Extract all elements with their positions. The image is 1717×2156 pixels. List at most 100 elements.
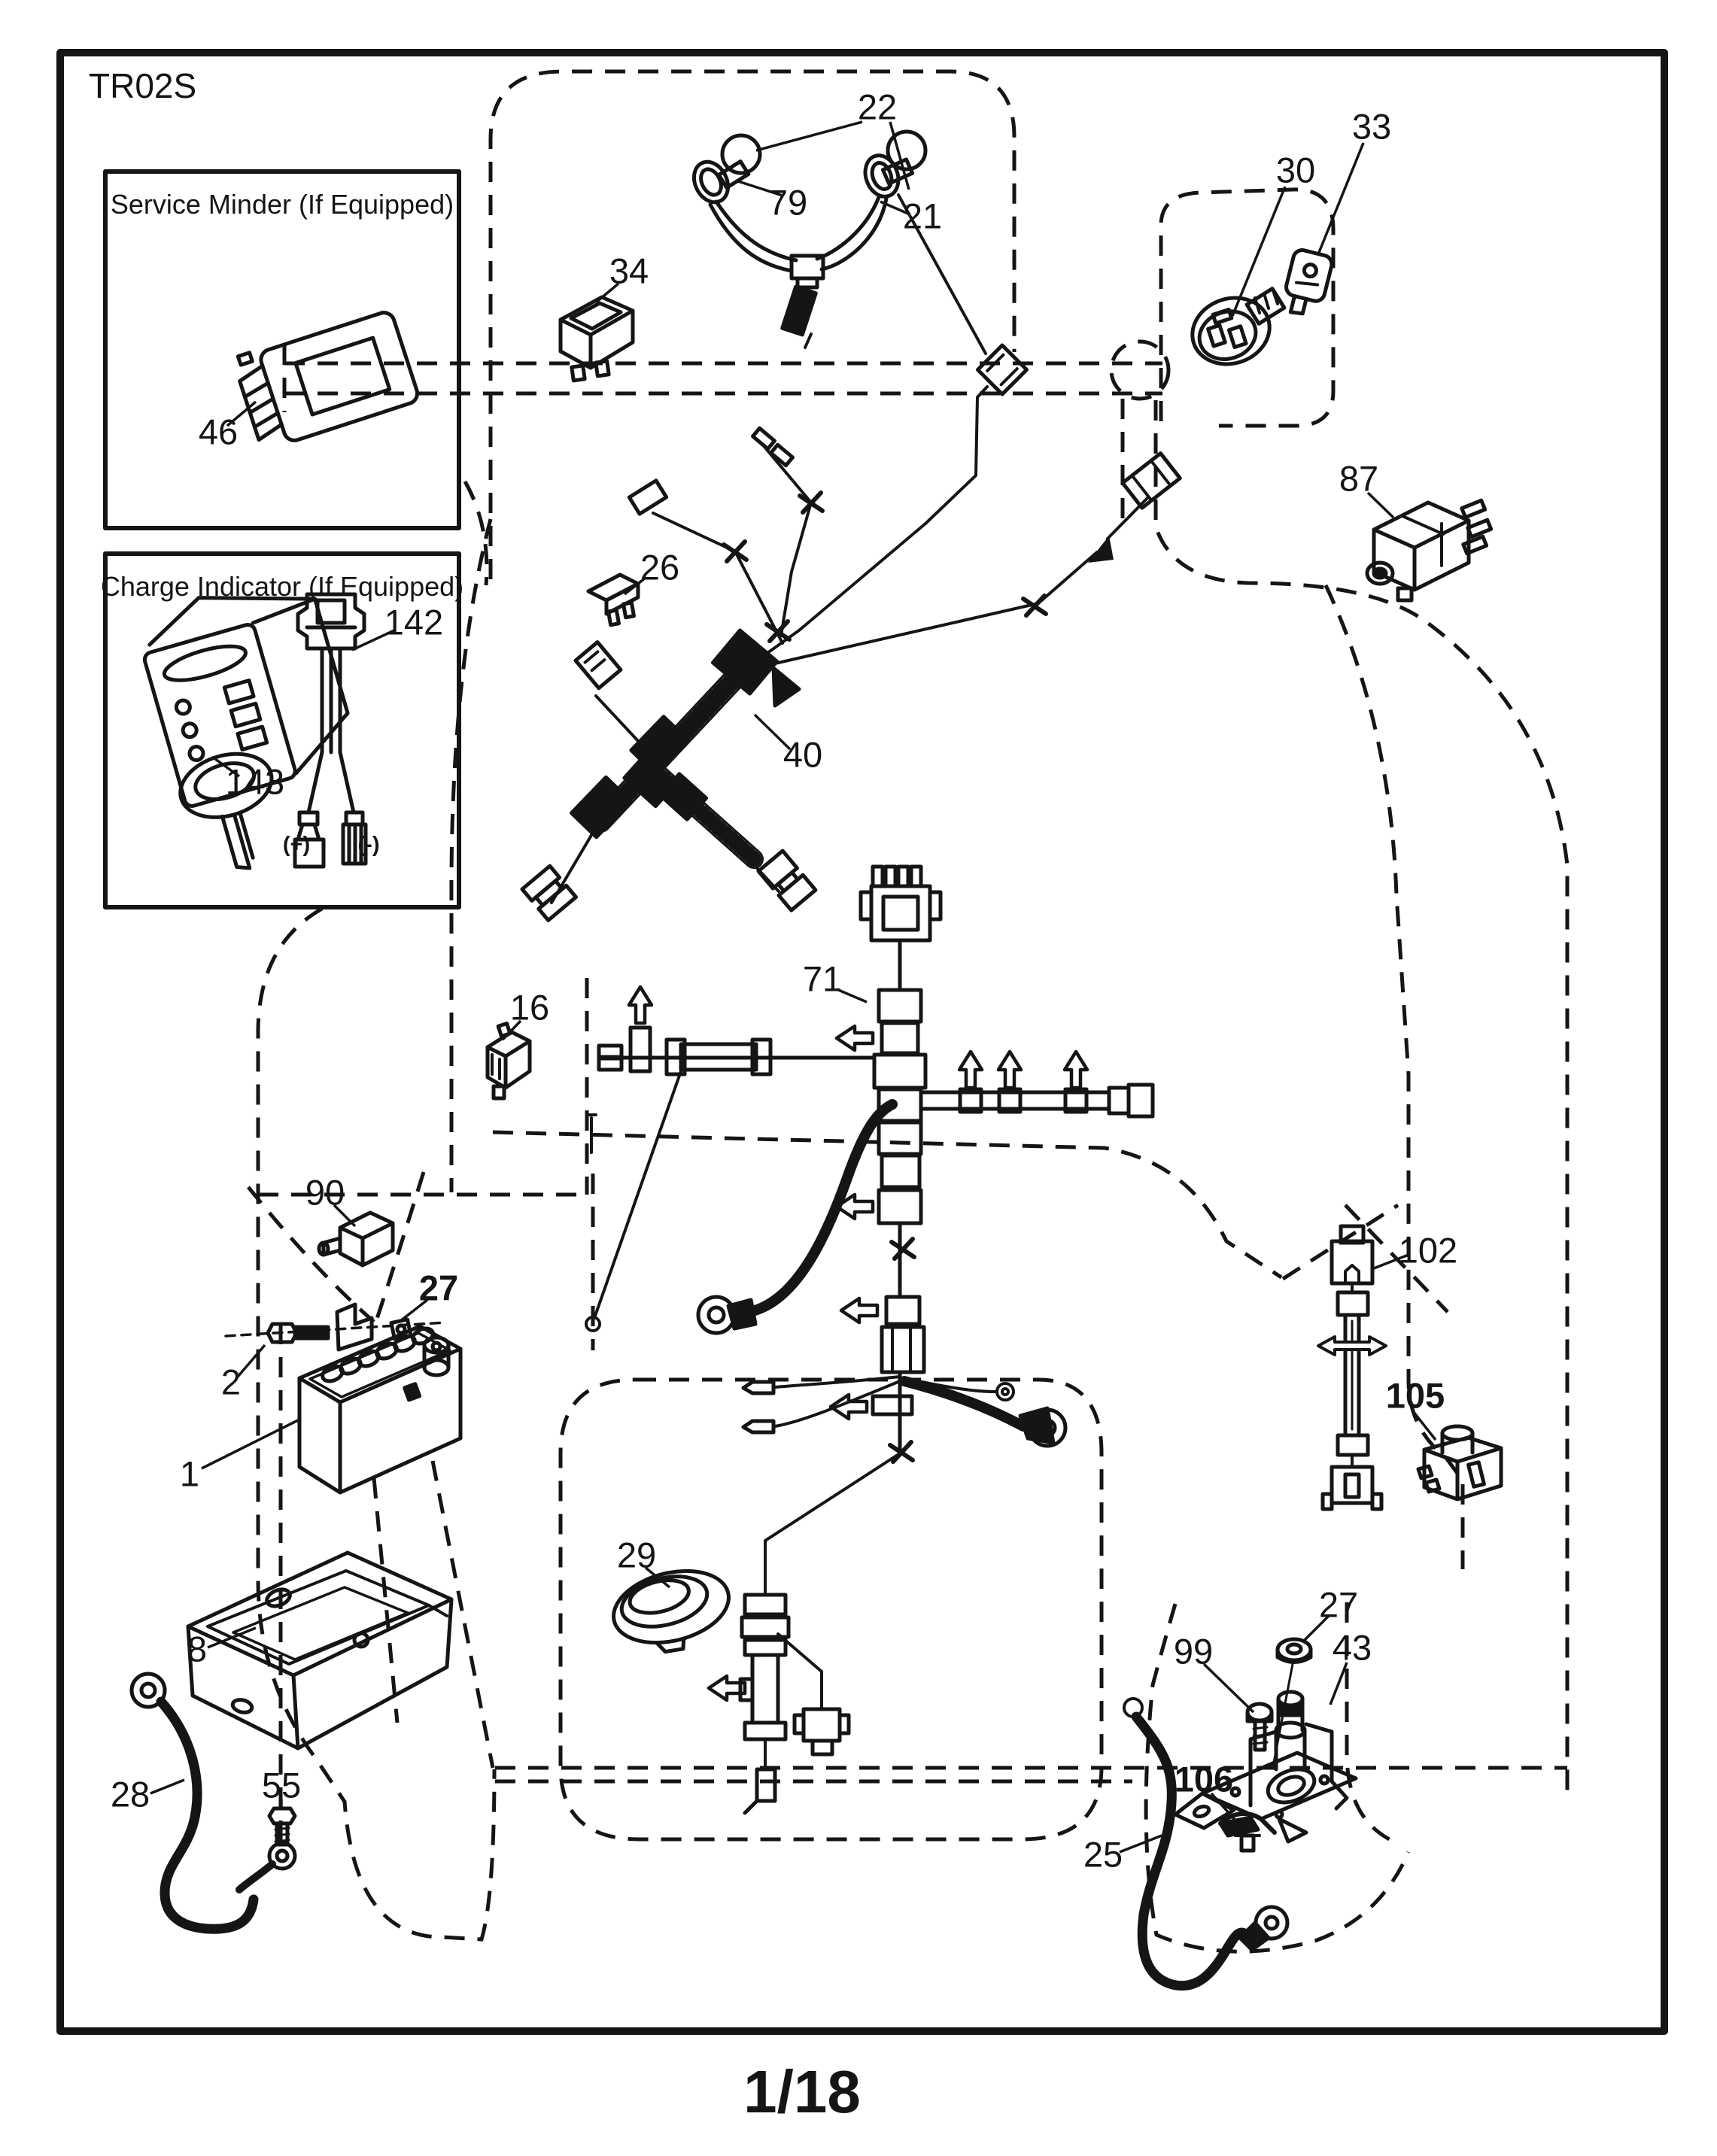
fuse-26	[586, 572, 640, 627]
part-label-25-28: 25	[1083, 1834, 1123, 1874]
lower-harness-run	[709, 1452, 901, 1815]
part-label-30-4: 30	[1276, 150, 1315, 190]
leader-line-142	[351, 629, 395, 651]
starter-solenoid-43	[1173, 1690, 1358, 1844]
part-label-1-17: 1	[180, 1453, 199, 1493]
leader-line-34	[594, 282, 620, 304]
ignition-key-33	[1284, 248, 1334, 316]
horn-29	[612, 1568, 731, 1654]
leader-line-46	[226, 400, 257, 427]
page-number: 1/18	[743, 2058, 861, 2125]
relay-87	[1365, 498, 1494, 603]
rocker-switch-34	[558, 295, 635, 383]
leader-line-22	[755, 120, 863, 152]
service-minder-title: Service Minder (If Equipped)	[111, 189, 454, 220]
headlight-harness	[691, 129, 928, 349]
part-label-16-12: 16	[510, 987, 549, 1027]
part-label-90-14: 90	[305, 1172, 345, 1212]
battery-box-8	[186, 1550, 454, 1751]
part-label-143-10: 143	[226, 761, 284, 801]
leader-line-43	[1329, 1662, 1348, 1705]
diagram-border	[56, 49, 1668, 2035]
leader-line-87	[1366, 491, 1395, 519]
inline-connector	[1120, 451, 1182, 510]
part-label-46-11: 46	[199, 411, 238, 451]
part-label-33-5: 33	[1352, 106, 1391, 146]
part-label-87-6: 87	[1339, 458, 1378, 498]
leader-line-21	[880, 200, 909, 215]
leader-line-102	[1373, 1253, 1409, 1270]
lower-junction-branches	[741, 1375, 1068, 1448]
part-label-106-27: 106	[1175, 1759, 1233, 1799]
part-label-105-23: 105	[1386, 1375, 1445, 1415]
part-label-142-9: 142	[384, 602, 443, 642]
part-label-8-18: 8	[187, 1629, 207, 1669]
part-label-26-7: 26	[640, 547, 679, 587]
leader-line-40	[753, 713, 792, 751]
leader-line-33	[1317, 142, 1365, 255]
charge-indicator-title: Charge Indicator (If Equipped)	[101, 571, 463, 602]
battery-hardware	[224, 1302, 447, 1352]
part-label-27-25: 27	[1319, 1584, 1358, 1624]
wire-assembly-102	[1317, 1224, 1387, 1511]
part-label-28-19: 28	[111, 1774, 150, 1814]
part-label-43-26: 43	[1333, 1627, 1372, 1667]
ground-cable-assembly	[696, 1099, 898, 1335]
switch-105	[1416, 1424, 1503, 1502]
part-label-34-3: 34	[609, 251, 649, 290]
leader-line-27	[1303, 1614, 1330, 1641]
leader-line-71	[836, 988, 868, 1004]
wire-arrowhead	[1088, 536, 1114, 563]
leader-line-22	[889, 121, 910, 190]
leader-line-27	[399, 1298, 429, 1322]
bullet-terminal	[769, 442, 795, 468]
part-label-22-0: 22	[858, 87, 897, 126]
leader-line-143	[211, 755, 241, 778]
main-harness-40	[520, 628, 818, 922]
part-label-29-21: 29	[617, 1535, 656, 1574]
negative-battery-cable-28	[129, 1672, 259, 1934]
leader-line-1	[201, 1419, 299, 1470]
leader-line-25	[1119, 1834, 1162, 1854]
chassis-dashed-outlines	[247, 69, 1570, 1954]
part-label-27-15: 27	[419, 1268, 458, 1307]
relay-90	[317, 1210, 395, 1268]
part-label-21-2: 21	[903, 196, 942, 235]
leader-line-29	[644, 1566, 671, 1589]
part-label-71-13: 71	[803, 958, 842, 998]
socket-connector	[627, 478, 669, 516]
diagram-code: TR02S	[89, 66, 196, 105]
leader-line-26	[623, 576, 647, 596]
part-label-40-8: 40	[783, 734, 822, 774]
ground-screw-55	[236, 1806, 297, 1893]
part-label-2-16: 2	[221, 1362, 241, 1401]
ignition-switch-30	[1190, 287, 1287, 366]
leader-line-28	[150, 1778, 185, 1795]
leader-line-8	[207, 1626, 257, 1649]
service-minder-inset-box	[103, 169, 461, 530]
service-minder-display	[236, 311, 420, 442]
part-label-55-20: 55	[262, 1765, 301, 1805]
leader-line-30	[1231, 186, 1287, 317]
accessory-branch	[919, 1052, 1155, 1119]
leader-line-99	[1202, 1663, 1255, 1714]
charge-indicator-harness	[293, 592, 368, 869]
leader-line-2	[236, 1344, 266, 1378]
leader-line-105	[1412, 1410, 1437, 1441]
fuse-branch	[585, 987, 877, 1332]
leader-line-106	[1210, 1792, 1237, 1822]
part-label-99-24: 99	[1174, 1631, 1213, 1671]
clip-106	[1218, 1811, 1277, 1853]
part-label-79-1: 79	[768, 182, 807, 222]
bullet-terminal	[751, 426, 776, 451]
seat-harness-71	[831, 864, 943, 1462]
leader-line-90	[333, 1204, 357, 1228]
leader-line-79	[735, 179, 783, 197]
battery-1	[297, 1324, 463, 1495]
starter-cable-25	[1123, 1697, 1290, 1991]
part-label-102-22: 102	[1399, 1230, 1457, 1270]
charge-indicator-unit	[142, 596, 350, 870]
